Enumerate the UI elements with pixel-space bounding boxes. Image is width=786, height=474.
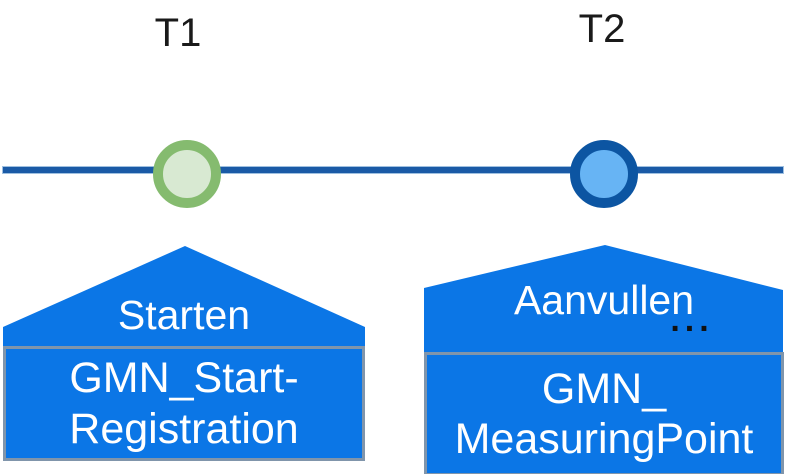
callout-action-t1: Starten [117,292,251,338]
message-box-t1: GMN_Start- Registration [3,346,365,461]
ellipsis-text: ... [670,301,714,339]
callout-action-t2: Aanvullen [513,277,695,323]
message-line: GMN_ [541,364,667,413]
callout-roof-t2 [424,245,783,352]
message-line: Registration [69,404,299,453]
message-line: GMN_Start- [69,354,299,403]
timepoint-label-t1: T1 [154,11,202,55]
timepoint-label-t2: T2 [578,7,626,51]
timeline-marker-t1 [153,140,221,208]
callout-roof-t1 [3,246,365,346]
message-line: MeasuringPoint [454,415,754,463]
timeline-line [2,166,784,174]
timeline-marker-t2 [570,140,638,208]
message-box-t2: GMN_ MeasuringPoint [424,352,784,474]
